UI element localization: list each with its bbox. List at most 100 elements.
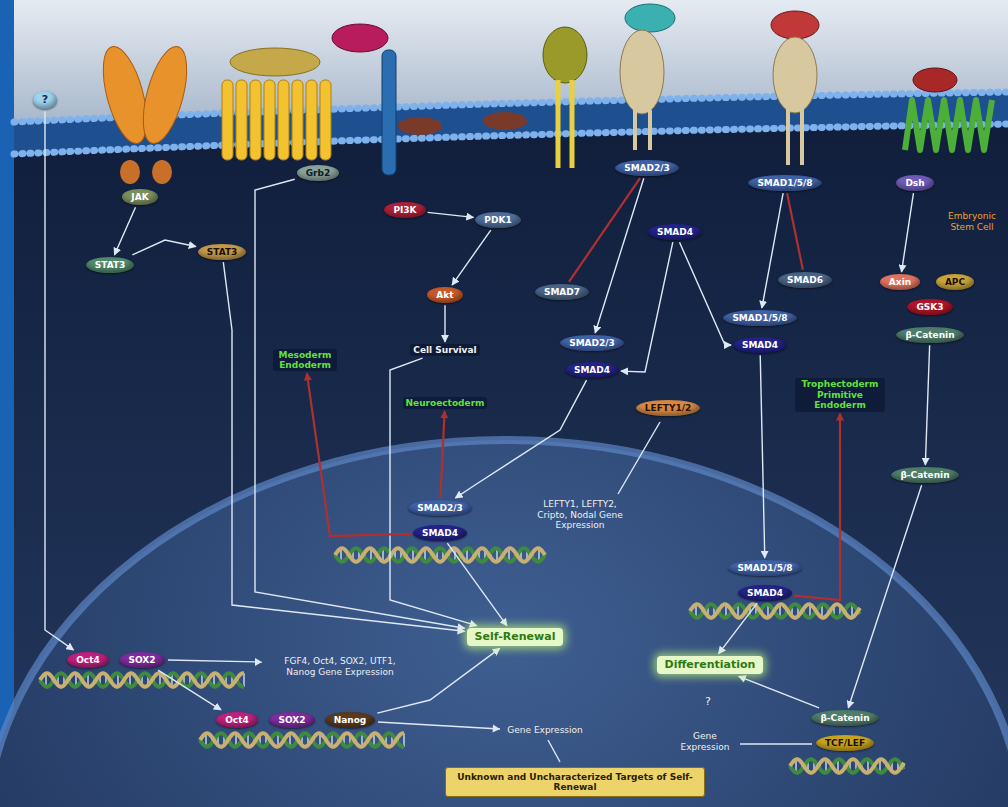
leader-line bbox=[548, 740, 560, 762]
receptor-symbol bbox=[152, 160, 172, 184]
smad-protein: SMAD4 bbox=[413, 525, 467, 541]
kinase-oval: PDK1 bbox=[475, 212, 520, 228]
node-text: Cell Survival bbox=[413, 345, 476, 355]
leader-line bbox=[378, 722, 500, 729]
node-text: Unknown and Uncharacterized Targets of S… bbox=[454, 772, 696, 793]
membrane-protein bbox=[398, 117, 442, 135]
signal-arrow bbox=[739, 676, 819, 708]
dna-rung bbox=[243, 673, 245, 687]
membrane-protein bbox=[483, 112, 527, 130]
receptor-symbol bbox=[648, 110, 652, 150]
node-text: PDK1 bbox=[484, 215, 511, 225]
dna-strand bbox=[200, 733, 404, 747]
node-text: SMAD2/3 bbox=[624, 163, 670, 173]
node-text: SMAD4 bbox=[742, 340, 778, 350]
ligand-symbol bbox=[625, 4, 675, 32]
signal-arrow bbox=[679, 242, 730, 345]
nucleus bbox=[0, 440, 1008, 807]
beta-catenin: β-Catenin bbox=[891, 467, 958, 483]
smad-protein: SMAD2/3 bbox=[615, 160, 679, 176]
gene-expression-note: Gene Expression bbox=[675, 731, 735, 753]
signal-arrow bbox=[848, 485, 921, 708]
signal-arrow bbox=[158, 670, 221, 710]
node-text: β-Catenin bbox=[900, 470, 949, 480]
receptor-symbol bbox=[278, 80, 289, 160]
signal-arrow bbox=[595, 178, 644, 333]
receptor-symbol bbox=[320, 80, 331, 160]
receptor-symbol bbox=[382, 50, 396, 175]
node-text: Differentiation bbox=[665, 659, 756, 672]
leader-arrowhead bbox=[493, 725, 500, 733]
inhibition-line bbox=[569, 178, 640, 282]
gene-expression-note: Gene Expression bbox=[507, 725, 582, 736]
smad-protein: SMAD6 bbox=[778, 272, 832, 288]
dna-helix bbox=[790, 759, 904, 773]
dna-strand bbox=[40, 673, 244, 687]
node-text: SMAD4 bbox=[747, 588, 783, 598]
wnt-pathway-protein: Dsh bbox=[896, 175, 933, 191]
receptor-symbol bbox=[786, 108, 790, 165]
differentiation-box: Differentiation bbox=[657, 656, 764, 675]
signal-arrow bbox=[45, 111, 73, 650]
dna-strand bbox=[790, 759, 904, 773]
smad-protein: SMAD4 bbox=[648, 224, 702, 240]
signal-arrow bbox=[902, 193, 914, 272]
signal-arrow bbox=[719, 603, 758, 654]
kinase-oval: JAK bbox=[122, 189, 157, 205]
target-genes-box: Unknown and Uncharacterized Targets of S… bbox=[445, 767, 705, 798]
node-text: SMAD2/3 bbox=[569, 338, 615, 348]
signal-arrow bbox=[621, 242, 673, 372]
node-text: SMAD4 bbox=[574, 365, 610, 375]
lineage-label: Trophectoderm Primitive Endoderm bbox=[795, 378, 885, 411]
node-text: Dsh bbox=[905, 178, 924, 188]
node-text: β-Catenin bbox=[820, 713, 869, 723]
outcome-label: Cell Survival bbox=[410, 344, 479, 356]
node-text: STAT3 bbox=[207, 247, 238, 257]
dna-helix bbox=[200, 733, 404, 747]
signal-arrow bbox=[452, 230, 491, 285]
cell-type-note: Embryonic Stem Cell bbox=[943, 211, 1001, 233]
signal-arrow bbox=[223, 262, 464, 631]
node-text: Oct4 bbox=[225, 715, 249, 725]
node-text: LEFTY1/2 bbox=[645, 403, 692, 413]
dna-helix bbox=[335, 548, 545, 562]
self-renewal-box: Self-Renewal bbox=[467, 628, 564, 647]
receptor-symbol bbox=[556, 80, 561, 168]
inhibition-line bbox=[307, 373, 411, 536]
smad-protein: SMAD2/3 bbox=[560, 335, 624, 351]
ligand-symbol bbox=[332, 24, 388, 52]
node-text: SMAD1/5/8 bbox=[757, 178, 812, 188]
smad-protein: SMAD1/5/8 bbox=[723, 310, 796, 326]
node-text: SOX2 bbox=[278, 715, 305, 725]
beta-catenin: β-Catenin bbox=[896, 327, 963, 343]
dna-helix bbox=[40, 673, 244, 687]
signal-arrow bbox=[447, 543, 507, 626]
dna-strand bbox=[40, 673, 244, 687]
receptor-symbol bbox=[250, 80, 261, 160]
leader-arrowhead bbox=[255, 658, 262, 666]
smad-protein: SMAD2/3 bbox=[408, 500, 472, 516]
signal-arrow bbox=[762, 193, 783, 308]
node-text: APC bbox=[945, 277, 965, 287]
leader-line bbox=[618, 422, 660, 494]
node-text: SMAD7 bbox=[544, 287, 580, 297]
signal-arrow bbox=[114, 207, 135, 255]
node-text: SMAD2/3 bbox=[417, 503, 463, 513]
receptor-symbol bbox=[120, 160, 140, 184]
inhibition-line bbox=[787, 193, 803, 270]
receptor-symbol bbox=[620, 30, 664, 114]
dna-strand bbox=[335, 548, 545, 562]
transcription-factor: Oct4 bbox=[216, 712, 258, 728]
node-text: Mesoderm Endoderm bbox=[276, 350, 334, 371]
transcription-factor: TCF/LEF bbox=[816, 735, 874, 751]
node-text: Axin bbox=[889, 277, 911, 287]
dna-helix bbox=[690, 604, 860, 618]
node-text: Oct4 bbox=[76, 655, 100, 665]
node-text: SOX2 bbox=[128, 655, 155, 665]
smad-protein: SMAD1/5/8 bbox=[748, 175, 821, 191]
beta-catenin: β-Catenin bbox=[811, 710, 878, 726]
node-text: SMAD4 bbox=[422, 528, 458, 538]
smad-protein: SMAD4 bbox=[738, 585, 792, 601]
signal-arrow bbox=[760, 355, 765, 558]
ligand-symbol bbox=[913, 68, 957, 92]
